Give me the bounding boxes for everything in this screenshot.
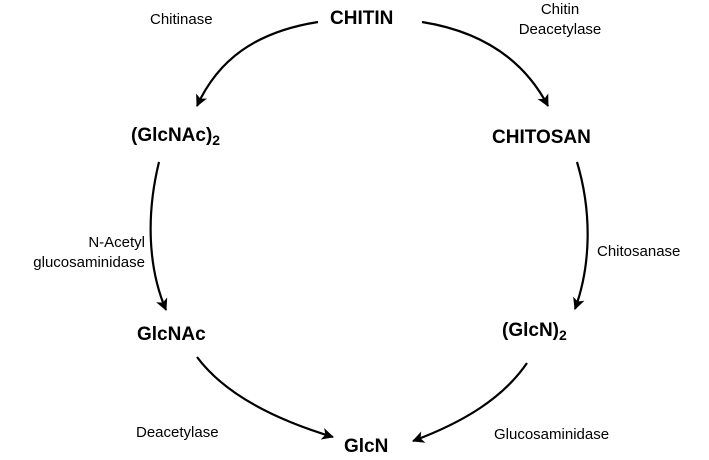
arrow-glcn2-to-glcn — [412, 362, 528, 443]
node-glcn2-subscript: 2 — [559, 327, 567, 343]
enzyme-chitin-deacetylase-line2: Deacetylase — [518, 21, 602, 38]
arrow-glcnac-to-glcn — [196, 356, 334, 440]
enzyme-glucosaminidase: Glucosaminidase — [494, 426, 610, 443]
node-glcnac: GlcNAc — [137, 324, 206, 345]
enzyme-chitosanase: Chitosanase — [597, 243, 681, 260]
enzyme-n-acetyl-glucosaminidase-line2: glucosaminidase — [33, 254, 145, 271]
arrow-chitosan-to-glcn2 — [573, 161, 589, 310]
enzyme-chitinase: Chitinase — [150, 11, 213, 28]
arrow-glcnac2-to-glcnac — [149, 161, 168, 311]
enzyme-chitin-deacetylase-line1: Chitin — [540, 1, 580, 18]
enzyme-n-acetyl-glucosaminidase-line1: N-Acetyl — [88, 234, 145, 251]
node-glcnac2-subscript: 2 — [212, 132, 221, 148]
node-chitosan: CHITOSAN — [492, 127, 591, 148]
enzyme-deacetylase: Deacetylase — [136, 424, 219, 441]
enzyme-n-acetyl-glucosaminidase: N-Acetyl glucosaminidase — [0, 233, 145, 273]
node-chitin: CHITIN — [330, 8, 394, 29]
node-glcn2: (GlcN)2 — [502, 320, 567, 343]
node-glcnac2-label: (GlcNAc) — [131, 125, 213, 146]
node-glcn: GlcN — [344, 436, 389, 457]
node-glcnac2: (GlcNAc)2 — [131, 125, 220, 148]
arrow-chitin-to-glcnac2 — [195, 20, 319, 107]
node-glcn2-label: (GlcN) — [502, 320, 559, 341]
arrow-chitin-to-chitosan — [421, 20, 549, 107]
enzyme-chitin-deacetylase: Chitin Deacetylase — [480, 0, 640, 40]
